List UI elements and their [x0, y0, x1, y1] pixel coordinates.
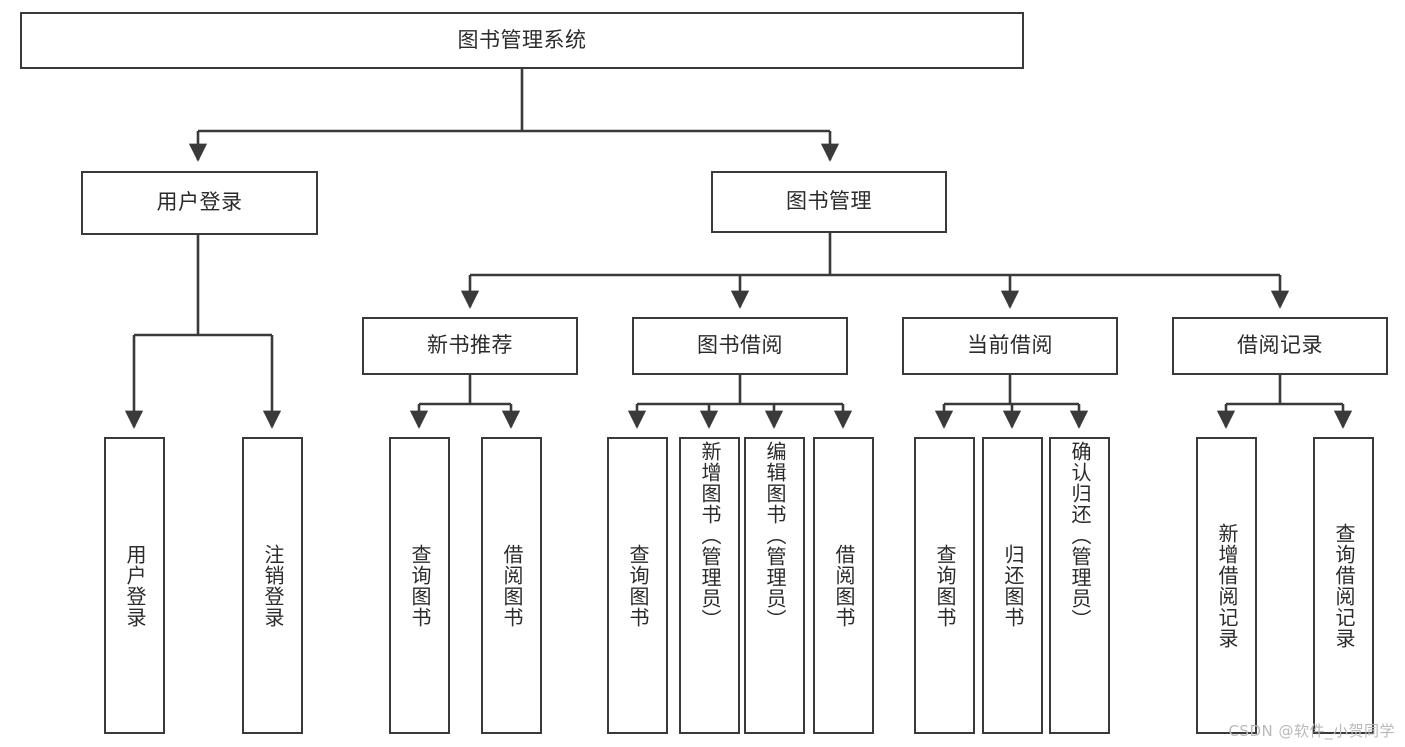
node-leaf-add-borrow-record[interactable]: 新增借阅记录	[1196, 437, 1257, 734]
node-label: 图书管理系统	[457, 27, 587, 52]
node-label: 当前借阅	[967, 333, 1053, 358]
node-label: 新增图书（管理员）	[698, 441, 722, 630]
node-leaf-query-borrow-record[interactable]: 查询借阅记录	[1313, 437, 1374, 734]
node-leaf-borrow-book-borrow[interactable]: 借阅图书	[813, 437, 874, 734]
node-new-book-recommend[interactable]: 新书推荐	[362, 317, 578, 375]
node-leaf-query-book-borrow[interactable]: 查询图书	[607, 437, 668, 734]
node-user-login[interactable]: 用户登录	[81, 171, 318, 235]
node-label: 注销登录	[261, 543, 285, 628]
node-leaf-return-book[interactable]: 归还图书	[982, 437, 1043, 734]
node-label: 用户登录	[156, 190, 243, 215]
edges-current-borrow-to-leaves	[934, 375, 1089, 429]
node-label: 图书管理	[786, 189, 872, 214]
node-leaf-edit-book-admin[interactable]: 编辑图书（管理员）	[744, 437, 805, 734]
node-leaf-query-book-recommend[interactable]: 查询图书	[389, 437, 450, 734]
node-book-management[interactable]: 图书管理	[711, 171, 947, 233]
node-label: 查询图书	[933, 543, 957, 628]
edges-new-book-recommend-to-leaves	[409, 375, 521, 429]
node-leaf-logout-login[interactable]: 注销登录	[242, 437, 303, 734]
node-label: 确认归还（管理员）	[1068, 441, 1092, 630]
edges-book-borrow-to-leaves	[627, 375, 853, 429]
node-leaf-user-login[interactable]: 用户登录	[104, 437, 165, 734]
node-root-book-management-system[interactable]: 图书管理系统	[20, 12, 1024, 69]
node-leaf-query-book-current[interactable]: 查询图书	[914, 437, 975, 734]
node-label: 借阅图书	[832, 543, 856, 628]
node-book-borrow[interactable]: 图书借阅	[632, 317, 848, 375]
edges-root-to-level2	[188, 69, 840, 162]
edges-book-management-to-level3	[460, 233, 1290, 309]
node-label: 编辑图书（管理员）	[763, 441, 787, 630]
node-label: 查询图书	[408, 543, 432, 628]
node-label: 借阅记录	[1237, 333, 1323, 358]
node-leaf-borrow-book-recommend[interactable]: 借阅图书	[481, 437, 542, 734]
node-label: 图书借阅	[697, 333, 783, 358]
node-label: 借阅图书	[500, 543, 524, 628]
node-label: 新增借阅记录	[1215, 522, 1239, 649]
node-label: 新书推荐	[427, 333, 513, 358]
node-label: 用户登录	[123, 543, 147, 628]
node-label: 查询借阅记录	[1332, 522, 1356, 649]
node-leaf-add-book-admin[interactable]: 新增图书（管理员）	[679, 437, 740, 734]
node-current-borrow[interactable]: 当前借阅	[902, 317, 1118, 375]
node-label: 归还图书	[1001, 543, 1025, 628]
edges-user-login-to-leaves	[124, 235, 282, 429]
edges-borrow-record-to-leaves	[1216, 375, 1353, 429]
node-leaf-confirm-return-admin[interactable]: 确认归还（管理员）	[1049, 437, 1110, 734]
node-label: 查询图书	[626, 543, 650, 628]
node-borrow-record[interactable]: 借阅记录	[1172, 317, 1388, 375]
